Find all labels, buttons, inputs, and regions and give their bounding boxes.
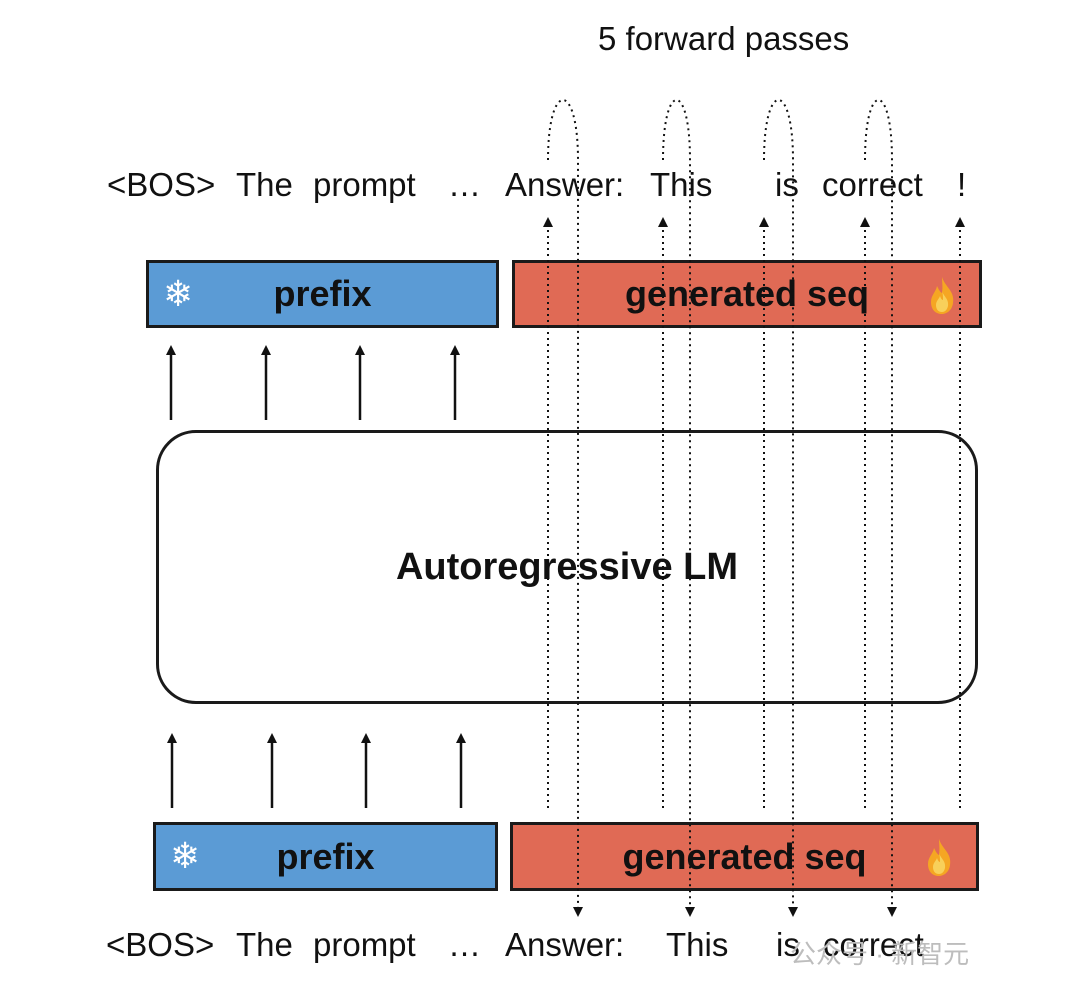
top-token-answer: Answer: (505, 166, 625, 203)
bottom-token-prompt: prompt (313, 926, 416, 963)
top-token-prompt: prompt (313, 166, 416, 203)
bottom-token-answer: Answer: (505, 926, 625, 963)
watermark: 公众号 · 新智元 (790, 934, 969, 971)
bottom-token-ellipsis: … (448, 926, 481, 963)
prefix-bar-bottom: ❄ prefix (153, 822, 498, 891)
autoregressive-lm-box: Autoregressive LM (156, 430, 978, 704)
top-token-ellipsis: … (448, 166, 481, 203)
generated-bar-top: generated seq (512, 260, 982, 328)
generated-up-arrows (543, 217, 965, 808)
snowflake-icon: ❄ (170, 835, 201, 876)
prefix-input-arrows (167, 733, 466, 808)
generated-label-bottom: generated seq (622, 835, 867, 877)
prefix-label-top: prefix (273, 273, 372, 314)
top-token-this: This (650, 166, 713, 203)
feedback-loop (547, 99, 583, 917)
prefix-bar-top: ❄ prefix (146, 260, 499, 328)
snowflake-icon: ❄ (163, 273, 194, 314)
prefix-output-arrows (166, 345, 460, 420)
fire-icon (924, 837, 954, 886)
prefix-label-bottom: prefix (276, 835, 375, 877)
top-token-correct: correct (822, 166, 923, 203)
feedback-loop (662, 99, 695, 917)
diagram-title: 5 forward passes (598, 20, 850, 57)
top-token-exclaim: ! (957, 166, 967, 203)
top-token-the: The (236, 166, 293, 203)
model-label: Autoregressive LM (395, 545, 739, 588)
generated-bar-bottom: generated seq (510, 822, 979, 891)
bottom-token-correct: correct (823, 926, 924, 963)
fire-icon (927, 275, 957, 324)
bottom-token-is: is (776, 926, 800, 963)
feedback-loop (763, 99, 798, 917)
watermark-text: 公众号 · 新智元 (790, 939, 970, 969)
feedback-loop (864, 99, 897, 917)
bottom-token-this: This (666, 926, 729, 963)
bottom-token-the: The (236, 926, 293, 963)
bottom-token-bos: <BOS> (106, 926, 215, 963)
generated-label-top: generated seq (624, 273, 870, 314)
top-token-bos: <BOS> (107, 166, 216, 203)
feedback-loops (547, 99, 897, 917)
